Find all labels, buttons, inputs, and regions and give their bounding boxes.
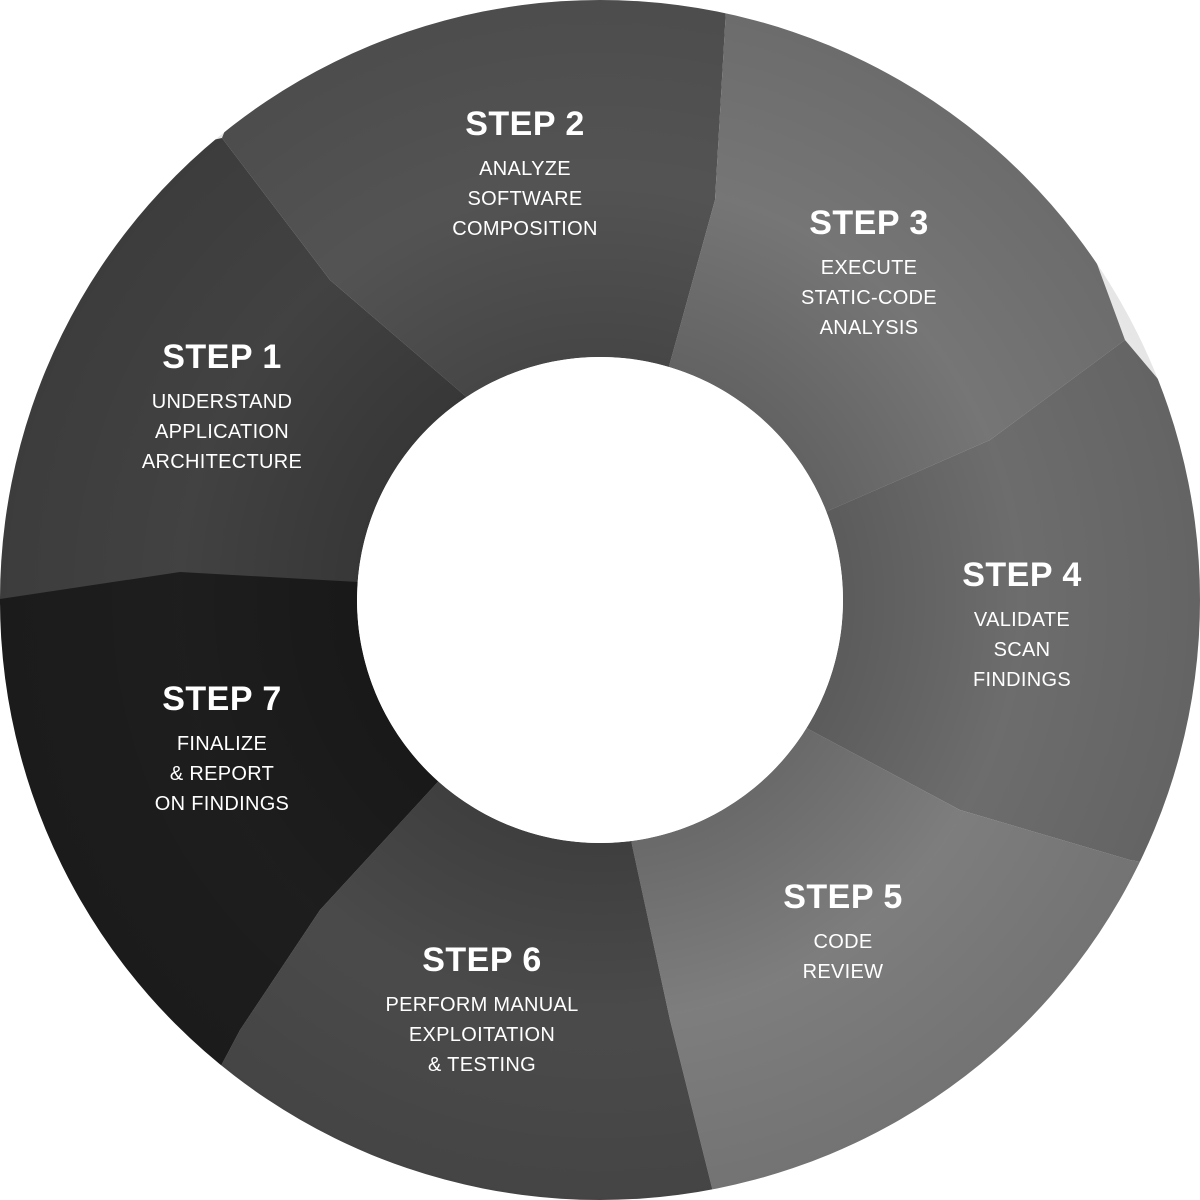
step-4-description: VALIDATE SCAN FINDINGS [862, 605, 1182, 695]
step-4-line: SCAN [993, 639, 1051, 661]
step-2-line: SOFTWARE [467, 188, 583, 210]
step-5-line: CODE [813, 931, 873, 953]
step-4-label: STEP 4 VALIDATE SCAN FINDINGS [862, 555, 1182, 695]
step-5-description: CODE REVIEW [683, 927, 1003, 987]
step-3-line: ANALYSIS [819, 317, 919, 339]
step-1-line: ARCHITECTURE [141, 451, 303, 473]
step-4-line: FINDINGS [973, 669, 1071, 691]
step-7-line: & REPORT [169, 763, 275, 785]
step-1-line: UNDERSTAND [151, 391, 293, 413]
step-2-description: ANALYZE SOFTWARE COMPOSITION [365, 154, 685, 244]
step-4-line: VALIDATE [973, 609, 1071, 631]
step-1-title: STEP 1 [162, 338, 282, 376]
step-2-title: STEP 2 [465, 105, 585, 143]
step-3-description: EXECUTE STATIC-CODE ANALYSIS [709, 253, 1029, 343]
step-7-line: FINALIZE [176, 733, 268, 755]
step-2-line: COMPOSITION [452, 218, 598, 240]
step-1-description: UNDERSTAND APPLICATION ARCHITECTURE [62, 387, 382, 477]
step-2-label: STEP 2 ANALYZE SOFTWARE COMPOSITION [365, 104, 685, 244]
step-3-title: STEP 3 [809, 204, 929, 242]
step-5-label: STEP 5 CODE REVIEW [683, 877, 1003, 987]
step-3-line: EXECUTE [820, 257, 918, 279]
step-3-label: STEP 3 EXECUTE STATIC-CODE ANALYSIS [709, 203, 1029, 343]
step-3-line: STATIC-CODE [801, 287, 937, 309]
step-6-line: PERFORM MANUAL [385, 994, 579, 1016]
step-5-title: STEP 5 [783, 878, 903, 916]
step-6-line: & TESTING [428, 1054, 536, 1076]
step-7-line: ON FINDINGS [154, 793, 290, 815]
center-hole [357, 357, 843, 843]
step-6-label: STEP 6 PERFORM MANUAL EXPLOITATION & TES… [322, 940, 642, 1080]
step-6-description: PERFORM MANUAL EXPLOITATION & TESTING [322, 990, 642, 1080]
step-7-title: STEP 7 [162, 680, 282, 718]
step-6-line: EXPLOITATION [408, 1024, 556, 1046]
step-4-title: STEP 4 [962, 556, 1082, 594]
step-2-line: ANALYZE [479, 158, 571, 180]
step-1-label: STEP 1 UNDERSTAND APPLICATION ARCHITECTU… [62, 337, 382, 477]
step-6-title: STEP 6 [422, 941, 542, 979]
step-7-label: STEP 7 FINALIZE & REPORT ON FINDINGS [62, 679, 382, 819]
step-5-line: REVIEW [802, 961, 884, 983]
step-7-description: FINALIZE & REPORT ON FINDINGS [62, 729, 382, 819]
step-1-line: APPLICATION [154, 421, 290, 443]
